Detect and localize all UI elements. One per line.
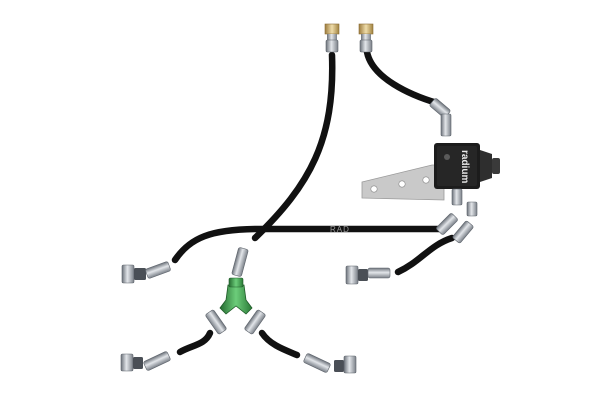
hose-return xyxy=(394,234,456,276)
fitting-return-elbow xyxy=(452,220,474,244)
hose-long-crossover xyxy=(171,225,444,264)
watermark: RAD xyxy=(330,225,350,234)
fitting-top-left xyxy=(324,23,340,53)
fitting-return-port xyxy=(466,201,478,217)
fitting-bottom-right-end xyxy=(303,353,357,374)
fitting-y-left-branch xyxy=(205,309,227,335)
fitting-y-right-branch xyxy=(244,309,266,335)
fuel-pressure-regulator: radium xyxy=(434,143,500,189)
fitting-return-end xyxy=(345,265,391,285)
hose-branch-right xyxy=(258,329,301,359)
fitting-bottom-left-end xyxy=(120,351,171,372)
fitting-top-right xyxy=(358,23,374,53)
hose-top-right-feed xyxy=(363,48,441,107)
fitting-crossover-elbow xyxy=(436,213,458,235)
regulator-bracket xyxy=(361,164,445,201)
fitting-regulator-outlet xyxy=(451,188,463,206)
hose-left-feed xyxy=(251,51,336,242)
fitting-regulator-inlet xyxy=(440,113,452,137)
hose-branch-left xyxy=(176,329,214,356)
fitting-left-crossover-end xyxy=(121,261,171,284)
y-block xyxy=(219,277,253,315)
regulator-brand-logo: radium xyxy=(459,150,470,183)
fitting-feed-to-y xyxy=(231,247,249,277)
hose-lines xyxy=(171,48,456,359)
